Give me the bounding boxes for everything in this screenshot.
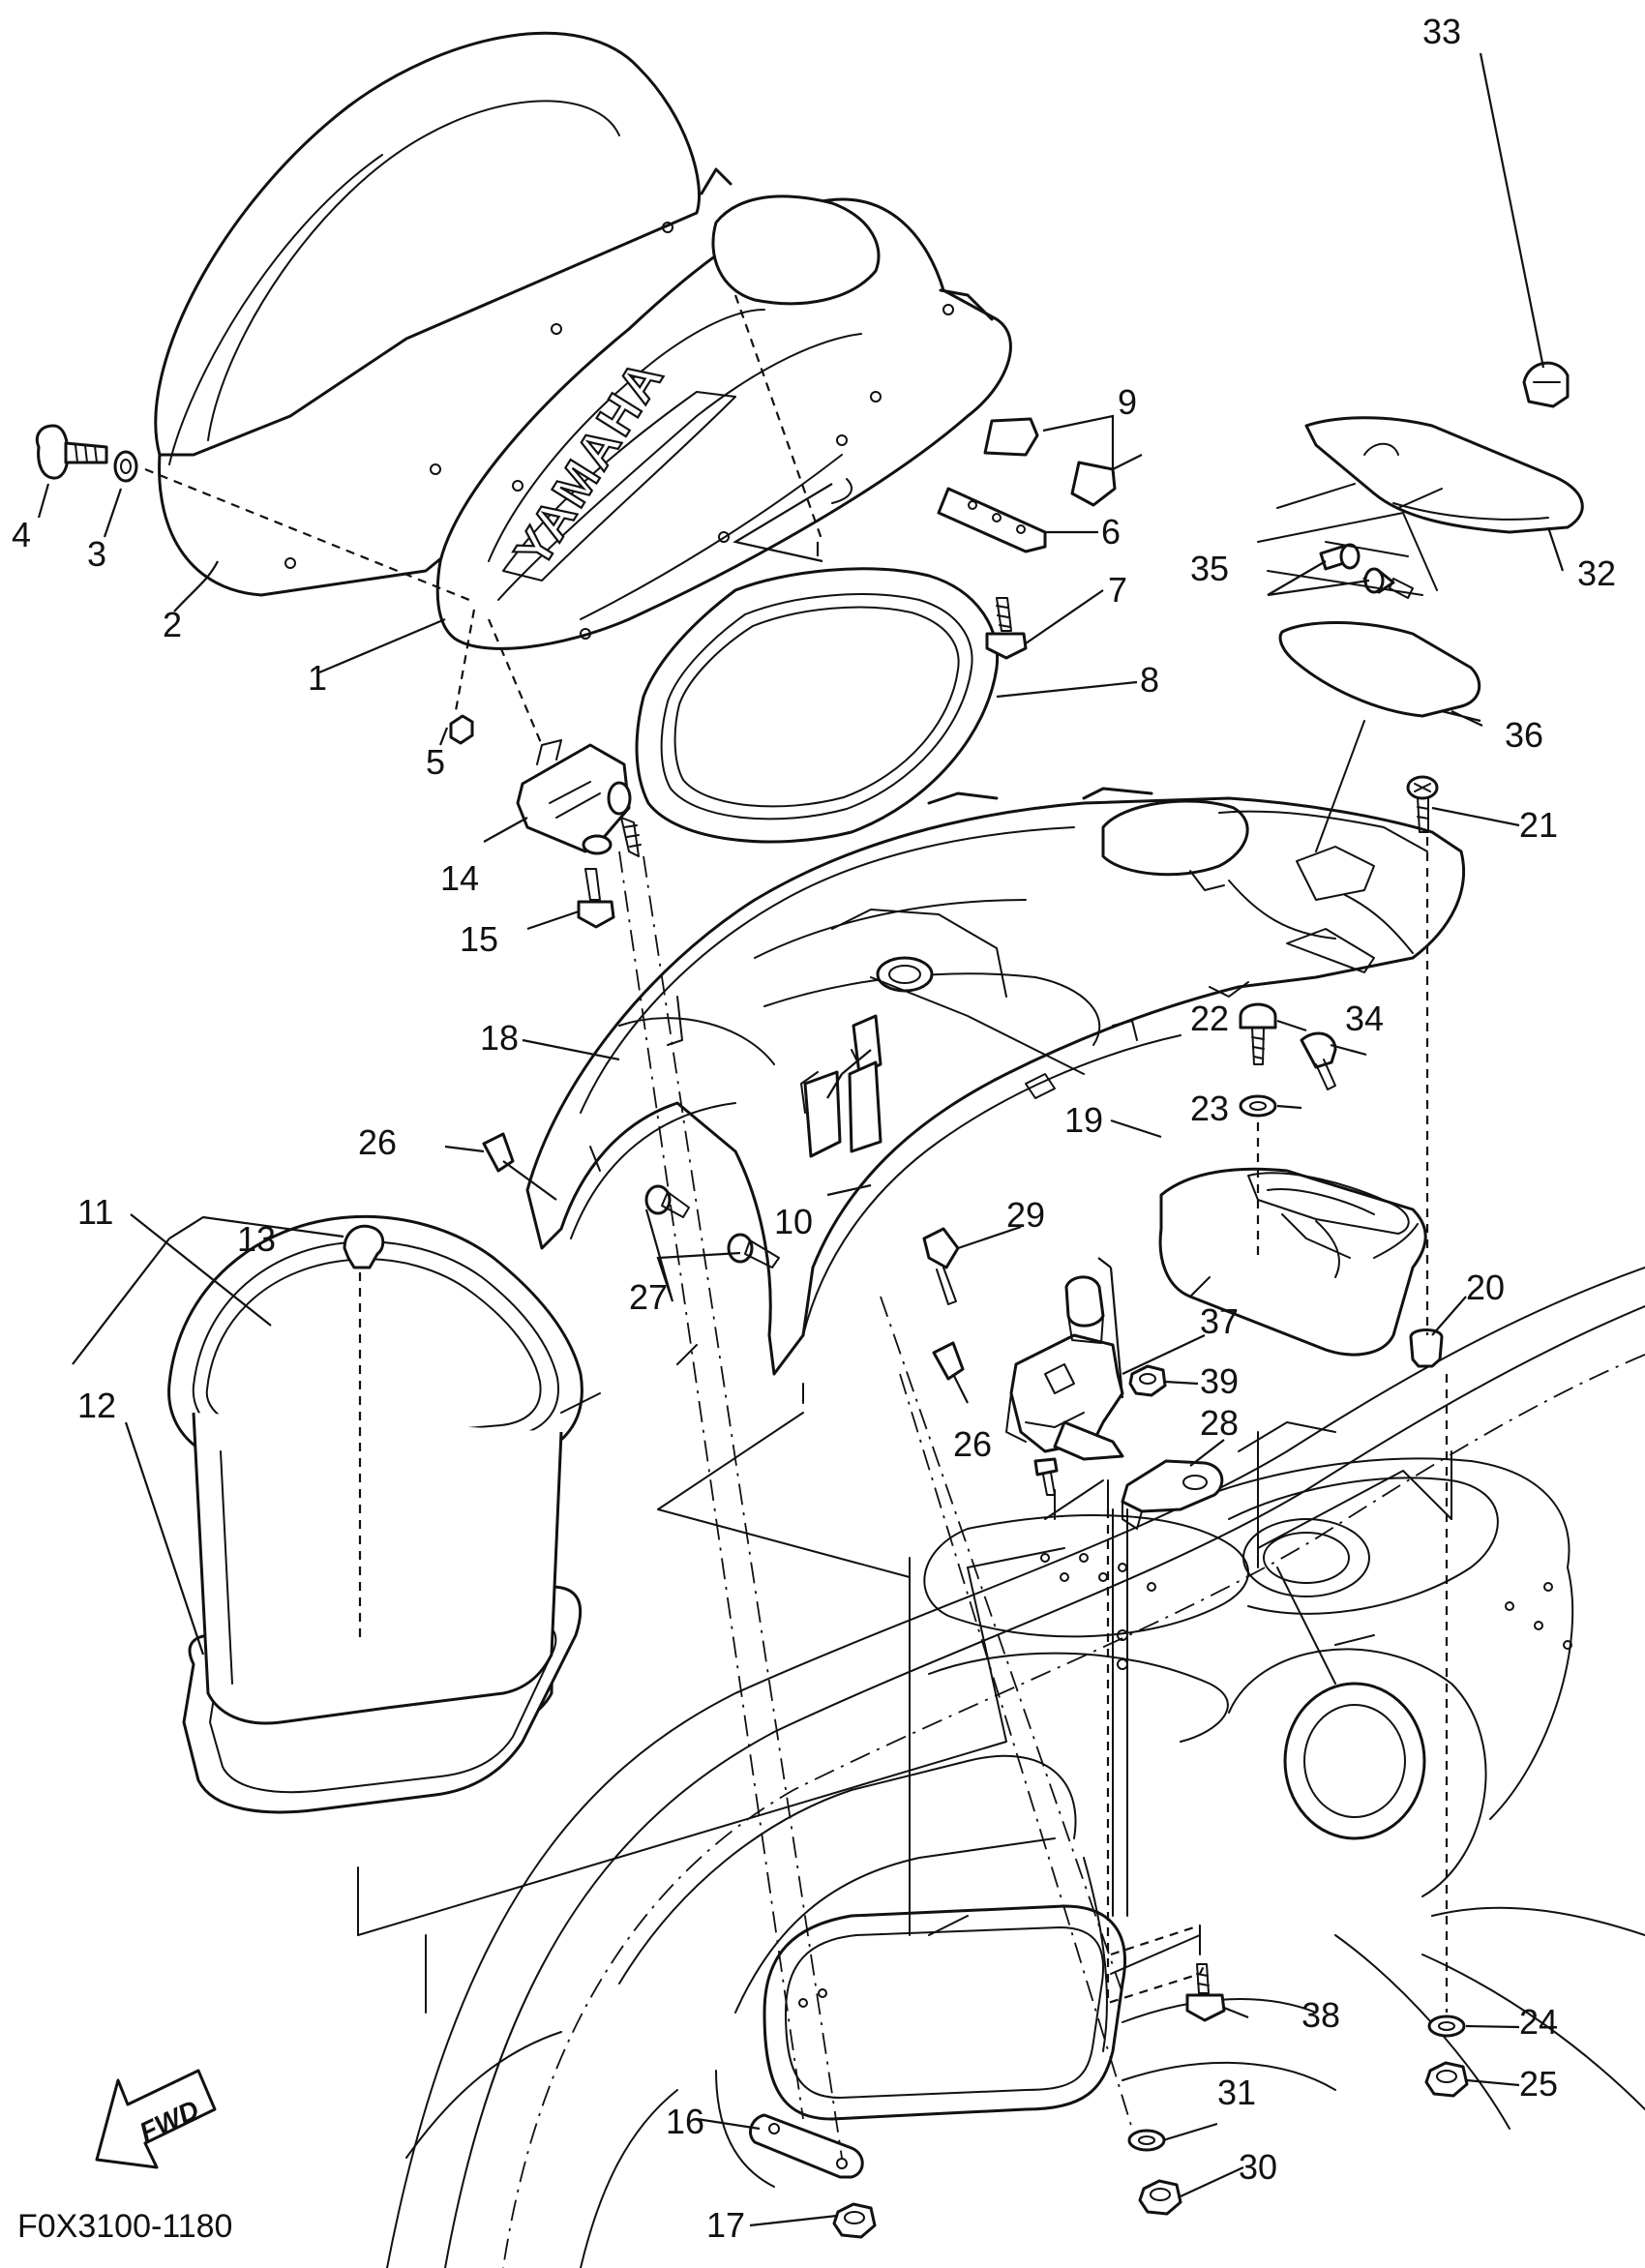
callout-5: 5	[426, 742, 445, 782]
pad-36	[1278, 621, 1481, 718]
plug-34	[1300, 1031, 1337, 1090]
callout-28: 28	[1200, 1403, 1239, 1443]
callout-2: 2	[163, 605, 182, 644]
hinge-bracket	[516, 739, 642, 857]
bolt-4	[35, 424, 108, 480]
pad-10	[800, 1014, 882, 1158]
bolt-7	[985, 597, 1028, 660]
deck-cover	[525, 787, 1466, 1376]
hood-seal	[635, 567, 1000, 844]
callout-numbers: 1 2 3 4 5 6 7 8 9 10 11 12 13 14 15 16 1…	[12, 12, 1616, 2245]
fwd-arrow: FWD	[95, 2069, 217, 2169]
callout-19: 19	[1064, 1100, 1103, 1140]
bolt-37-small	[1033, 1457, 1059, 1496]
callout-18: 18	[480, 1018, 519, 1058]
bolt-38	[1185, 1963, 1226, 2022]
hull-deck	[386, 1267, 1645, 2268]
callout-17: 17	[706, 2205, 745, 2245]
callout-9: 9	[1118, 382, 1137, 422]
nut-39	[1128, 1364, 1167, 1397]
callout-16: 16	[666, 2102, 704, 2141]
callout-1: 1	[308, 658, 327, 698]
callout-3: 3	[87, 534, 106, 574]
plate-16	[749, 2113, 864, 2179]
clip-13	[343, 1224, 385, 1269]
callout-20: 20	[1466, 1268, 1505, 1307]
callout-25: 25	[1519, 2064, 1558, 2104]
callout-8: 8	[1140, 660, 1159, 700]
callout-34: 34	[1345, 999, 1384, 1038]
callout-27: 27	[629, 1277, 668, 1317]
nut-25	[1424, 2061, 1469, 2098]
callout-10: 10	[774, 1202, 813, 1241]
callout-35: 35	[1190, 549, 1229, 588]
nut-5	[449, 714, 474, 745]
diagram-code: F0X3100-1180	[17, 2208, 232, 2245]
pad-9	[983, 417, 1117, 507]
cover-32	[1304, 416, 1584, 534]
washer-23	[1239, 1094, 1277, 1118]
callout-33: 33	[1422, 12, 1461, 51]
front-hood: YAMAHA	[435, 167, 1012, 650]
callout-39: 39	[1200, 1361, 1239, 1401]
callout-36: 36	[1505, 715, 1543, 755]
washer-31	[1127, 2129, 1166, 2152]
callout-13: 13	[237, 1219, 276, 1259]
callout-21: 21	[1519, 805, 1558, 845]
latch-37	[1005, 1275, 1124, 1461]
callout-4: 4	[12, 515, 31, 554]
screw-27-lower	[727, 1233, 780, 1268]
washer-24	[1427, 2014, 1466, 2038]
bucket-seal	[182, 1412, 583, 1814]
callout-11: 11	[77, 1192, 113, 1232]
callout-30: 30	[1239, 2147, 1277, 2187]
callout-38: 38	[1301, 1995, 1340, 2035]
bracket-28	[1121, 1459, 1224, 1530]
windshield	[154, 31, 701, 597]
clip-26-lower	[932, 1341, 965, 1381]
callout-24: 24	[1519, 2002, 1558, 2042]
callout-12: 12	[77, 1386, 116, 1425]
callout-14: 14	[440, 858, 479, 898]
nut-30	[1138, 2179, 1182, 2216]
callout-26-upper: 26	[358, 1122, 397, 1162]
callout-23: 23	[1190, 1089, 1229, 1128]
clip-29	[922, 1227, 960, 1305]
washer-3	[113, 450, 138, 483]
callout-37: 37	[1200, 1301, 1239, 1341]
callout-32: 32	[1577, 553, 1616, 593]
callout-15: 15	[460, 919, 498, 959]
screw-21	[1406, 775, 1439, 833]
alignment-lines	[144, 294, 1449, 2159]
callout-6: 6	[1101, 512, 1121, 552]
clip-33	[1522, 361, 1570, 408]
screw-27-upper	[644, 1184, 690, 1218]
meter-19	[1158, 1167, 1427, 1357]
bolt-22	[1239, 1002, 1277, 1065]
nut-17	[832, 2202, 877, 2239]
callout-29: 29	[1006, 1195, 1045, 1235]
callout-7: 7	[1108, 570, 1127, 610]
grommet-20	[1409, 1328, 1444, 1368]
callout-22: 22	[1190, 999, 1229, 1038]
bolt-15	[577, 868, 615, 929]
leader-lines	[37, 52, 1565, 2227]
callout-26-lower: 26	[953, 1424, 992, 1464]
callout-31: 31	[1217, 2073, 1256, 2112]
bracket-6	[937, 487, 1047, 553]
pin-35	[1319, 543, 1414, 599]
